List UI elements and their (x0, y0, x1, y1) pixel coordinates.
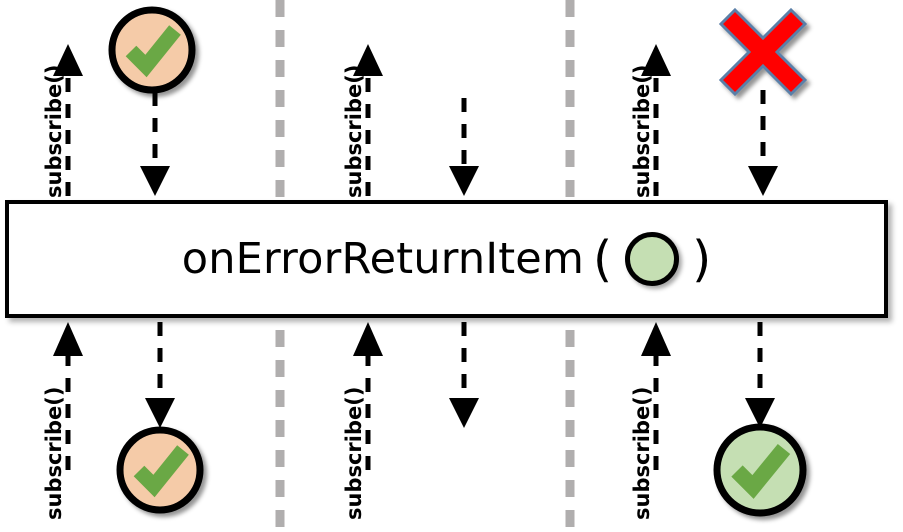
operator-close-paren: ) (692, 230, 712, 288)
col-1-subscribe-label-bottom: subscribe() (42, 386, 66, 520)
col-3-input-error-cross-red[interactable] (718, 7, 808, 97)
col-3-output-item-check-circle-green[interactable] (713, 423, 807, 517)
operator-expression: onErrorReturnItem ( ) (181, 230, 712, 288)
col-1-output-emit-arrow-down (145, 322, 175, 428)
col-3-emit-arrow-down (748, 90, 778, 196)
col-1-subscribe-label-top: subscribe() (42, 64, 66, 198)
col-1-subscribe-arrow-bottom (53, 322, 83, 470)
col-3-subscribe-arrow-top (641, 44, 671, 196)
col-1-subscribe-arrow-top (53, 44, 83, 196)
col-3-subscribe-label-bottom: subscribe() (630, 386, 654, 520)
col-1-input-item-check-circle-peach[interactable] (108, 6, 196, 94)
operator-name: onErrorReturnItem (181, 233, 585, 284)
operator-open-paren: ( (593, 230, 613, 288)
col-2-subscribe-label-bottom: subscribe() (342, 386, 366, 520)
col-2-subscribe-arrow-top (353, 44, 383, 196)
col-1-output-item-check-circle-peach[interactable] (116, 426, 204, 514)
col-3-subscribe-label-top: subscribe() (630, 64, 654, 198)
col-3-output-emit-arrow-down (745, 322, 775, 428)
col-2-subscribe-arrow-bottom (353, 322, 383, 470)
col-3-subscribe-arrow-bottom (641, 322, 671, 470)
col-2-subscribe-label-top: subscribe() (342, 64, 366, 198)
col-2-emit-arrow-down (449, 98, 479, 196)
col-1-emit-arrow-down (140, 92, 170, 196)
green-circle-item-icon (625, 232, 680, 286)
operator-box[interactable]: onErrorReturnItem ( ) (5, 200, 888, 318)
col-2-output-emit-arrow-down (449, 322, 479, 428)
